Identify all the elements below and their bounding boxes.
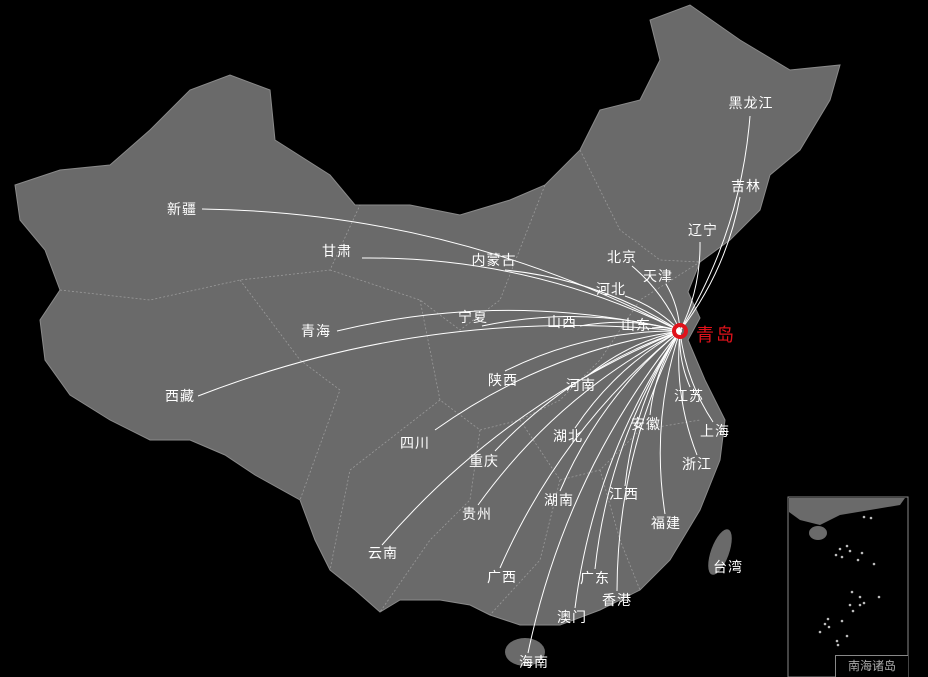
province-label: 陕西 — [488, 373, 518, 389]
province-label: 黑龙江 — [728, 96, 774, 112]
province-label: 湖北 — [553, 429, 583, 445]
flow-line — [381, 330, 681, 546]
province-label: 河南 — [566, 378, 596, 394]
taiwan-island — [708, 529, 732, 575]
qingdao-marker — [672, 323, 688, 339]
province-label: 海南 — [519, 655, 549, 671]
province-label: 香港 — [602, 593, 632, 609]
island-dot — [848, 603, 852, 607]
province-label: 上海 — [700, 424, 730, 440]
island-dot — [862, 601, 866, 605]
island-dot — [834, 553, 838, 557]
flow-line — [361, 257, 681, 332]
flow-line — [679, 330, 714, 423]
province-label: 吉林 — [731, 179, 761, 195]
flow-line — [201, 208, 681, 332]
province-label: 广西 — [487, 570, 517, 586]
region-label-taiwan: 台湾 — [713, 560, 743, 576]
province-label: 江西 — [609, 487, 639, 503]
flow-line — [616, 330, 681, 592]
flow-line — [679, 196, 741, 332]
island-dot — [858, 603, 862, 607]
province-label: 贵州 — [462, 507, 492, 523]
flow-line — [631, 265, 681, 332]
flow-line — [504, 330, 681, 372]
origin-label: 青岛 — [696, 325, 736, 346]
hainan-island — [505, 638, 545, 666]
province-label: 北京 — [607, 250, 637, 266]
island-dot — [826, 617, 830, 621]
island-dot — [835, 639, 839, 643]
island-dot — [850, 590, 854, 594]
south-china-sea-inset — [787, 496, 909, 677]
flow-line — [434, 330, 681, 431]
flow-line — [679, 241, 701, 332]
flow-line — [651, 326, 681, 332]
flow-line — [527, 330, 681, 654]
province-label: 内蒙古 — [471, 253, 517, 269]
island-dot — [838, 547, 842, 551]
island-dot — [869, 516, 873, 520]
province-label: 辽宁 — [688, 223, 718, 239]
island-dot — [848, 549, 852, 553]
island-dot — [840, 619, 844, 623]
province-label: 河北 — [596, 282, 626, 298]
province-label: 澳门 — [557, 610, 587, 626]
qingdao-dot — [678, 329, 682, 333]
island-dot — [858, 595, 862, 599]
flow-line — [679, 115, 751, 332]
flow-line — [659, 330, 681, 515]
island-dot — [818, 630, 822, 634]
province-borders — [59, 149, 701, 616]
island-dot — [856, 558, 860, 562]
flow-line — [504, 269, 681, 332]
island-dot — [872, 562, 876, 566]
island-dot — [845, 544, 849, 548]
flow-line — [585, 330, 681, 378]
province-label: 四川 — [400, 436, 430, 452]
flow-line — [574, 330, 681, 609]
province-label: 山东 — [621, 318, 651, 334]
island-dot — [823, 622, 827, 626]
flow-line — [477, 330, 681, 506]
island-dot — [827, 625, 831, 629]
island-dot — [877, 595, 881, 599]
flow-line — [574, 330, 681, 429]
province-label: 甘肃 — [322, 244, 352, 260]
province-label: 新疆 — [167, 202, 197, 218]
island-dot — [840, 555, 844, 559]
flow-line — [499, 330, 681, 569]
province-label: 浙江 — [682, 457, 712, 473]
flow-line — [197, 324, 681, 397]
province-label: 宁夏 — [458, 310, 488, 326]
province-label: 天津 — [643, 269, 673, 285]
province-label: 西藏 — [165, 389, 195, 405]
island-dot — [862, 515, 866, 519]
flow-line — [594, 330, 681, 570]
province-label: 湖南 — [544, 493, 574, 509]
island-dot — [860, 551, 864, 555]
inset-title: 南海诸岛 — [835, 655, 908, 677]
flow-line — [678, 330, 698, 456]
island-dot — [845, 634, 849, 638]
province-label: 重庆 — [469, 454, 499, 470]
province-label: 山西 — [547, 315, 577, 331]
island-dot — [851, 609, 855, 613]
province-label: 青海 — [301, 324, 331, 340]
province-label: 安徽 — [631, 417, 661, 433]
island-dot — [836, 643, 840, 647]
province-label: 广东 — [580, 571, 610, 587]
province-label: 福建 — [651, 516, 681, 532]
province-label: 云南 — [368, 546, 398, 562]
province-label: 江苏 — [674, 389, 704, 405]
